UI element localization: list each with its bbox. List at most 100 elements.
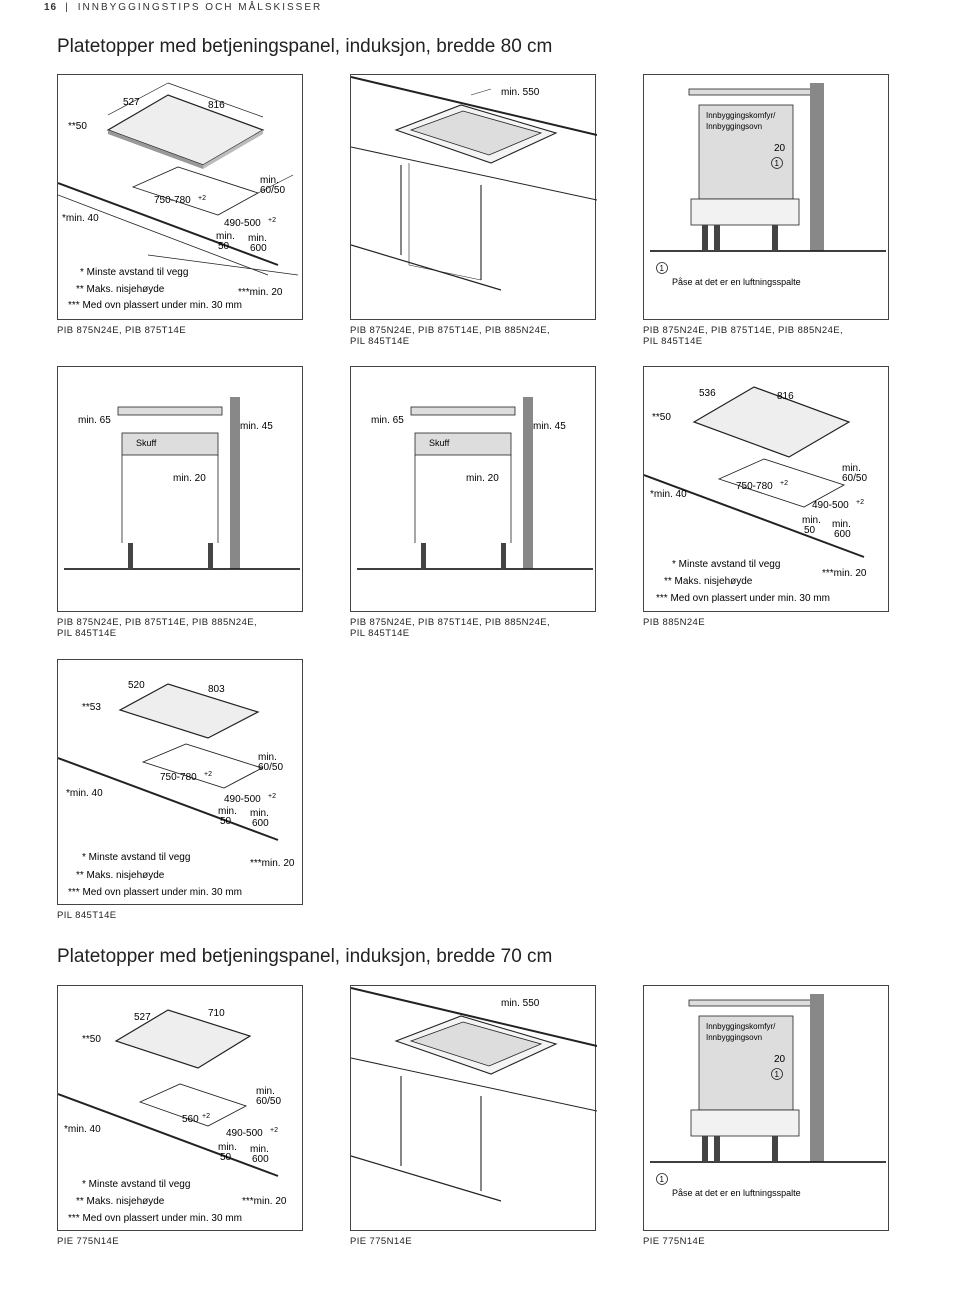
svg-text:+2: +2 [270,1127,278,1134]
svg-text:min.: min. [260,175,279,186]
diagram-hob-dimensions-885: 536 816 **50 750-780 +2 min. 60/50 *min.… [643,366,889,612]
diagram-drawer-side-2: min. 65 min. 45 Skuff min. 20 [350,366,596,612]
diagram-builtin-oven-70cm: Innbyggingskomfyr/ Innbyggingsovn 20 1 1… [643,985,889,1231]
svg-text:min.: min. [256,1086,275,1097]
gap-20: 20 [774,143,786,154]
svg-text:60/50: 60/50 [842,473,867,484]
depth-dim: 816 [208,100,225,111]
svg-text:50: 50 [220,1152,232,1163]
svg-text:490-500: 490-500 [812,500,849,511]
svg-text:min. 65: min. 65 [371,415,404,426]
svg-text:min.: min. [216,231,235,242]
width-dim: 527 [123,97,140,108]
svg-text:750-780: 750-780 [736,481,773,492]
svg-text:min.: min. [802,515,821,526]
svg-text:490-500: 490-500 [224,218,261,229]
svg-text:* Minste avstand til vegg: * Minste avstand til vegg [672,559,780,570]
svg-text:*min. 40: *min. 40 [66,788,103,799]
svg-text:60/50: 60/50 [256,1096,281,1107]
page-header: 16|INNBYGGINGSTIPS OCH MÅLSKISSER [44,2,323,13]
caption-6: PIB 885N24E [643,617,705,628]
svg-text:60/50: 60/50 [260,185,285,196]
svg-text:***min. 20: ***min. 20 [250,858,295,869]
svg-text:1: 1 [775,1070,780,1079]
page-number: 16 [44,2,58,13]
svg-text:490-500: 490-500 [226,1128,263,1139]
svg-text:*** Med ovn plassert under min: *** Med ovn plassert under min. 30 mm [68,887,242,898]
svg-text:min. 45: min. 45 [533,421,566,432]
svg-text:50: 50 [804,525,816,536]
svg-text:*** Med ovn plassert under min: *** Med ovn plassert under min. 30 mm [68,1213,242,1224]
min-depth-label: min. 550 [501,87,540,98]
svg-text:min. 45: min. 45 [240,421,273,432]
caption-5: PIB 875N24E, PIB 875T14E, PIB 885N24E,PI… [350,617,551,639]
svg-text:min.: min. [218,1142,237,1153]
section-title-80cm: Platetopper med betjeningspanel, induksj… [57,36,553,57]
svg-text:min. 550: min. 550 [501,998,540,1009]
svg-text:536: 536 [699,388,716,399]
svg-text:+2: +2 [268,793,276,800]
caption-3: PIB 875N24E, PIB 875T14E, PIB 885N24E,PI… [643,325,844,347]
svg-text:***min. 20: ***min. 20 [242,1196,287,1207]
svg-text:** Maks. nisjehøyde: ** Maks. nisjehøyde [76,284,165,295]
circle-1-icon: 1 [775,159,780,168]
svg-text:*min. 40: *min. 40 [62,213,99,224]
svg-text:min. 20: min. 20 [173,473,206,484]
svg-text:527: 527 [134,1012,151,1023]
svg-text:50: 50 [218,241,230,252]
svg-text:Påse at det er en luftningsspa: Påse at det er en luftningsspalte [672,1188,801,1198]
svg-text:710: 710 [208,1008,225,1019]
svg-text:min. 20: min. 20 [466,473,499,484]
svg-text:*min. 40: *min. 40 [650,489,687,500]
svg-text:+2: +2 [780,480,788,487]
svg-text:560: 560 [182,1114,199,1125]
caption-9: PIE 775N14E [350,1236,412,1247]
caption-4: PIB 875N24E, PIB 875T14E, PIB 885N24E,PI… [57,617,258,639]
drawer-label: Skuff [136,438,157,448]
svg-text:+2: +2 [202,1113,210,1120]
diagram-hob-dimensions-70cm: 527 710 **50 560 +2 min. 60/50 *min. 40 … [57,985,303,1231]
svg-text:min.: min. [250,808,269,819]
svg-text:600: 600 [250,243,267,254]
caption-7: PIL 845T14E [57,910,117,921]
diagram-drawer-side-1: min. 65 min. 45 Skuff min. 20 [57,366,303,612]
section-label: INNBYGGINGSTIPS OCH MÅLSKISSER [77,2,323,13]
svg-text:** Maks. nisjehøyde: ** Maks. nisjehøyde [664,576,753,587]
svg-text:** Maks. nisjehøyde: ** Maks. nisjehøyde [76,1196,165,1207]
svg-text:60/50: 60/50 [258,762,283,773]
svg-text:520: 520 [128,680,145,691]
caption-2: PIB 875N24E, PIB 875T14E, PIB 885N24E,PI… [350,325,551,347]
diagram-hob-dimensions: 527 816 **50 750-780 +2 min. 60/50 *min.… [57,74,303,320]
section-title-70cm: Platetopper med betjeningspanel, induksj… [57,946,553,967]
svg-text:* Minste avstand til vegg: * Minste avstand til vegg [82,1179,190,1190]
cutout-dim: 750-780 [154,195,191,206]
diagram-hob-dimensions-845: 520 803 **53 750-780 +2 min. 60/50 *min.… [57,659,303,905]
svg-text:750-780: 750-780 [160,772,197,783]
svg-text:** Maks. nisjehøyde: ** Maks. nisjehøyde [76,870,165,881]
svg-text:***min. 20: ***min. 20 [822,568,867,579]
svg-text:Skuff: Skuff [429,438,450,448]
caption-8: PIE 775N14E [57,1236,119,1247]
svg-text:+2: +2 [856,499,864,506]
diagram-cutout-isometric-70cm: min. 550 [350,985,597,1231]
svg-text:**50: **50 [82,1034,101,1045]
svg-text:min.: min. [218,806,237,817]
caption-10: PIE 775N14E [643,1236,705,1247]
svg-text:+2: +2 [268,217,276,224]
svg-text:***min. 20: ***min. 20 [238,287,283,298]
svg-text:min.: min. [250,1144,269,1155]
diagram-builtin-oven: Innbyggingskomfyr/ Innbyggingsovn 20 1 1… [643,74,889,320]
svg-text:50: 50 [220,816,232,827]
svg-text:min.: min. [842,463,861,474]
svg-text:*min. 40: *min. 40 [64,1124,101,1135]
svg-text:* Minste avstand til vegg: * Minste avstand til vegg [82,852,190,863]
svg-text:20: 20 [774,1054,786,1065]
svg-text:1: 1 [660,264,665,273]
svg-text:min.: min. [832,519,851,530]
diagram-cutout-isometric: min. 550 [350,74,597,320]
svg-text:1: 1 [660,1175,665,1184]
svg-text:min.: min. [248,233,267,244]
caption-1: PIB 875N24E, PIB 875T14E [57,325,186,336]
svg-text:**50: **50 [652,412,671,423]
svg-text:600: 600 [834,529,851,540]
